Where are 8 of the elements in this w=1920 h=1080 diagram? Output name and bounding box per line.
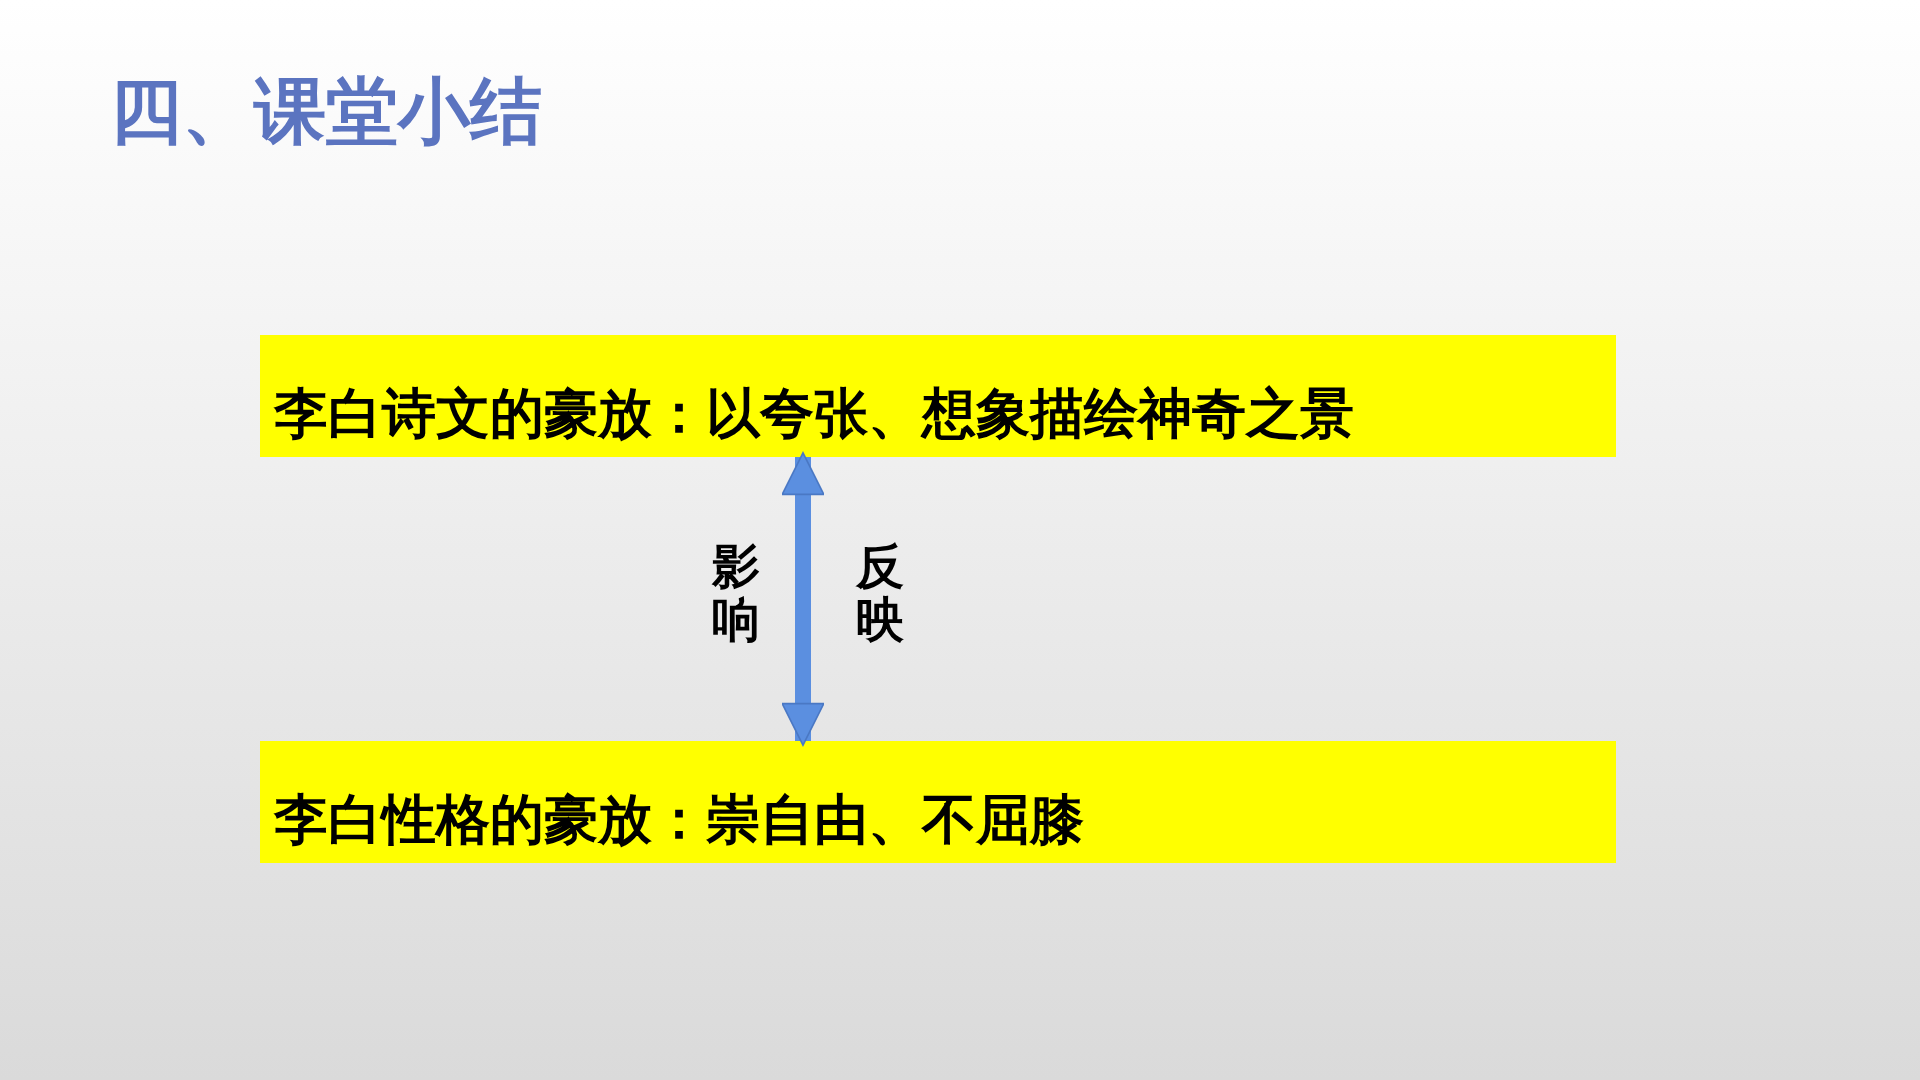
slide-title: 四、课堂小结: [110, 75, 542, 147]
highlight-box: [260, 741, 1616, 863]
summary-text: 李白诗文的豪放：以夸张、想象描绘神奇之景: [274, 380, 1354, 447]
vertical-label: 影响: [712, 540, 760, 646]
double-arrow: [781, 452, 825, 746]
summary-text: 李白性格的豪放：崇自由、不屈膝: [274, 786, 1084, 853]
vertical-label: 反映: [856, 540, 904, 646]
highlight-box: [260, 335, 1616, 457]
